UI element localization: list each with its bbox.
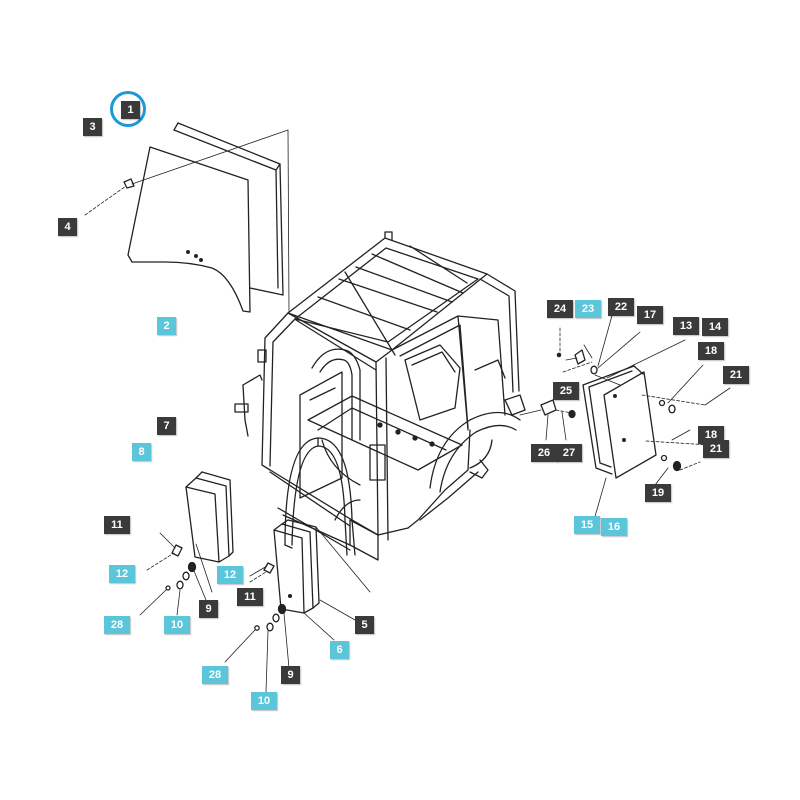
callout-13[interactable]: 13: [673, 317, 699, 335]
left-door-glass: [185, 471, 234, 563]
callout-4[interactable]: 4: [58, 218, 77, 236]
rear-window-glass: [127, 146, 251, 313]
callout-8[interactable]: 8: [132, 443, 151, 461]
callout-23[interactable]: 23: [575, 300, 601, 318]
callout-17[interactable]: 17: [637, 306, 663, 324]
callout-18-top[interactable]: 18: [698, 342, 724, 360]
callout-25[interactable]: 25: [553, 382, 579, 400]
cab-frame: [234, 231, 526, 561]
callout-15[interactable]: 15: [574, 516, 600, 534]
callout-28-right[interactable]: 28: [202, 666, 228, 684]
callout-6[interactable]: 6: [330, 641, 349, 659]
callout-5[interactable]: 5: [355, 616, 374, 634]
callout-12-left[interactable]: 12: [109, 565, 135, 583]
callout-14[interactable]: 14: [702, 318, 728, 336]
callout-21-top[interactable]: 21: [723, 366, 749, 384]
callout-18-bottom[interactable]: 18: [698, 426, 724, 444]
right-side-window-seal: [582, 365, 644, 475]
callout-10-right[interactable]: 10: [251, 692, 277, 710]
callout-26[interactable]: 26: [531, 444, 557, 462]
callout-9-right[interactable]: 9: [281, 666, 300, 684]
rear-window-seal-frame: [173, 122, 284, 296]
callout-10-left[interactable]: 10: [164, 616, 190, 634]
callout-3[interactable]: 3: [83, 118, 102, 136]
callout-9-left[interactable]: 9: [199, 600, 218, 618]
callout-12-right[interactable]: 12: [217, 566, 243, 584]
callout-28-left[interactable]: 28: [104, 616, 130, 634]
callout-22[interactable]: 22: [608, 298, 634, 316]
right-side-window-glass: [603, 371, 657, 479]
callout-16[interactable]: 16: [601, 518, 627, 536]
front-door-glass: [273, 519, 320, 614]
callout-7[interactable]: 7: [157, 417, 176, 435]
callout-19[interactable]: 19: [645, 484, 671, 502]
callout-21-bottom[interactable]: 21: [703, 440, 729, 458]
callout-11-right[interactable]: 11: [237, 588, 263, 606]
highlight-ring: [110, 91, 146, 127]
callout-24[interactable]: 24: [547, 300, 573, 318]
callout-27[interactable]: 27: [556, 444, 582, 462]
callout-2[interactable]: 2: [157, 317, 176, 335]
callout-11-left[interactable]: 11: [104, 516, 130, 534]
callout-1[interactable]: 1: [121, 101, 140, 119]
